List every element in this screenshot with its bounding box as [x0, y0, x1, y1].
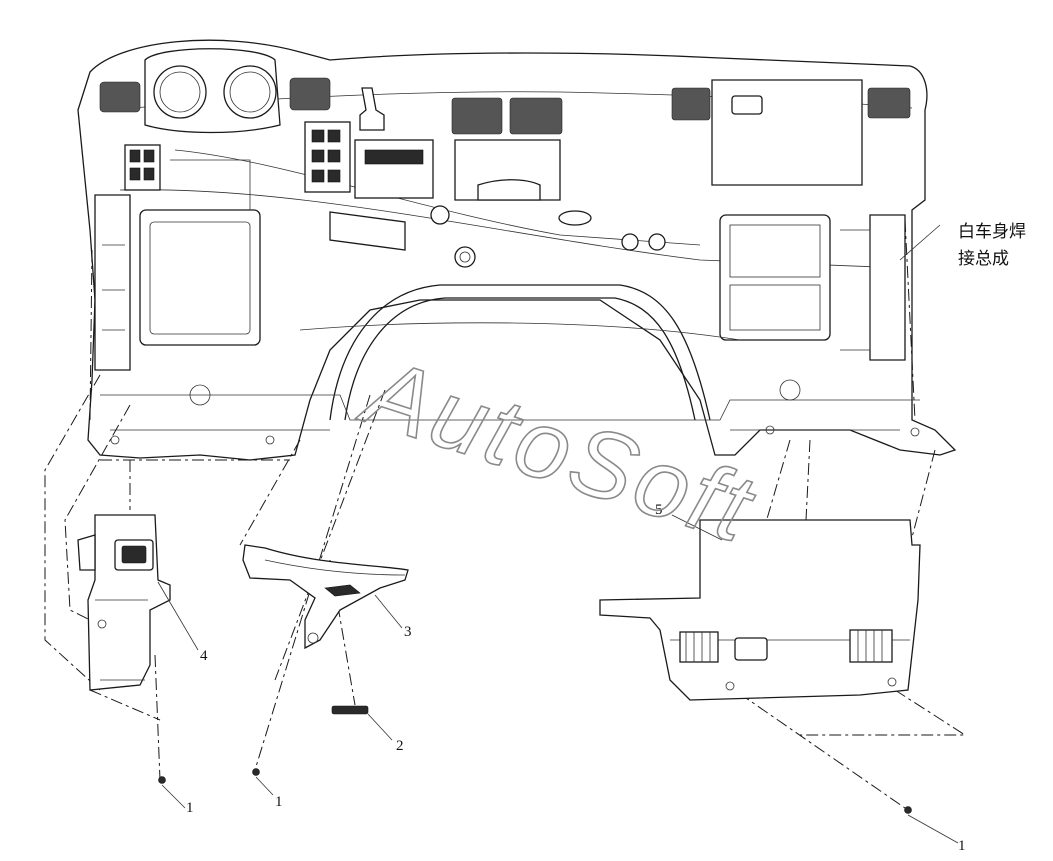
screw-1c — [904, 806, 912, 814]
callout-5: 5 — [655, 502, 663, 518]
part-3-center-trim-bracket — [242, 544, 409, 650]
part-4-left-side-trim — [77, 514, 171, 691]
autosoft-watermark: AutoSoft — [349, 337, 767, 564]
instrument-panel-assembly — [77, 39, 957, 461]
part-5-right-knee-panel — [599, 519, 921, 701]
body-assembly-label-line2: 接总成 — [958, 249, 1009, 269]
callout-1-right: 1 — [958, 838, 966, 854]
screw-1a — [158, 776, 166, 784]
callout-3: 3 — [404, 624, 412, 640]
screw-1b — [252, 768, 260, 776]
callout-leaders — [157, 224, 959, 844]
callout-4: 4 — [200, 648, 208, 664]
callout-1-middle: 1 — [275, 794, 283, 810]
part-2-clip — [331, 705, 369, 715]
callout-2: 2 — [396, 738, 404, 754]
body-assembly-label-line1: 白车身焊 — [958, 222, 1026, 242]
screw-fasteners — [158, 768, 912, 814]
callout-1-left: 1 — [186, 800, 194, 816]
